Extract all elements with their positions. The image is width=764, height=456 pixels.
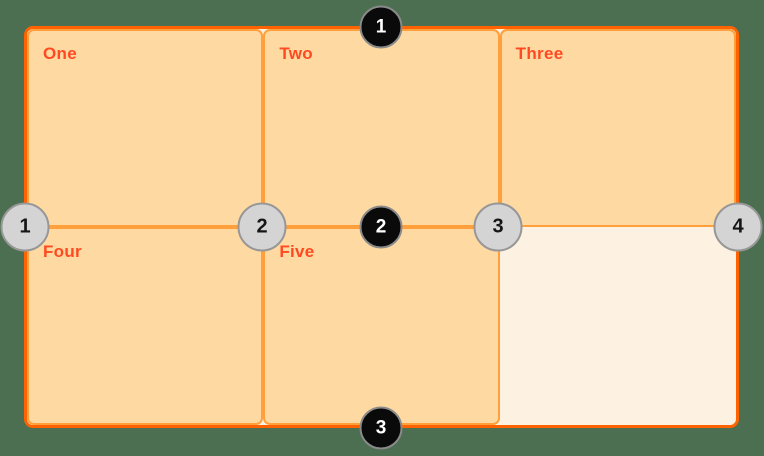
grid-cell-one: One (27, 29, 264, 227)
row-line-badge-1: 1 (359, 5, 403, 49)
column-line-badge-3: 3 (473, 202, 523, 252)
row-line-badge-2: 2 (359, 205, 403, 249)
grid-cell-two: Two (263, 29, 500, 227)
grid-cell-five: Five (263, 227, 500, 425)
column-line-badge-4: 4 (713, 202, 763, 252)
grid-container: One Two Three Four Five (24, 26, 739, 428)
grid-cell-three: Three (499, 29, 736, 227)
grid-cell-four: Four (27, 227, 264, 425)
column-line-badge-1: 1 (0, 202, 50, 252)
column-line-badge-2: 2 (237, 202, 287, 252)
row-line-badge-3: 3 (359, 406, 403, 450)
